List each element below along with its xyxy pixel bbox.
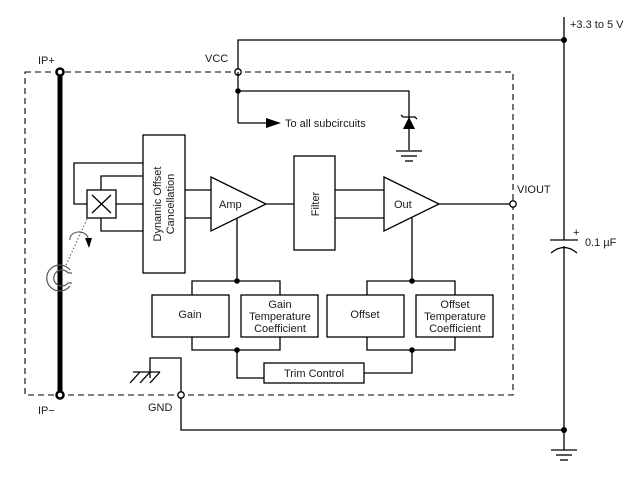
gnd-label: GND (148, 402, 173, 414)
junction-dot (561, 427, 567, 433)
capacitor-polarity: + (573, 227, 579, 239)
output-stage-block (383, 175, 441, 233)
trim-control-block (263, 362, 365, 384)
wire-hall-left (73, 162, 143, 205)
gain-tc-label-line3: Coefficient (254, 323, 306, 335)
ground-icon (551, 449, 577, 461)
junction-dot (234, 278, 240, 284)
offset-temperature-coefficient-block (415, 294, 494, 338)
offset-tc-label-line1: Offset (440, 299, 469, 311)
ip-minus-pin (55, 390, 65, 400)
magnetic-field-icon (46, 218, 92, 292)
hall-x-icon-stroke (91, 194, 112, 214)
offset-label: Offset (350, 309, 379, 321)
gain-temperature-coefficient-block (240, 294, 319, 338)
ip-plus-pin (55, 67, 65, 77)
gain-block (151, 294, 230, 338)
ip-plus-label: IP+ (38, 55, 55, 67)
wire-internal-gnd (149, 357, 182, 395)
junction-dot (561, 37, 567, 43)
gain-label: Gain (178, 309, 201, 321)
wire-trim-left (236, 350, 264, 379)
gnd-pin (177, 391, 185, 399)
ground-icon (396, 150, 422, 162)
amp-block (210, 175, 268, 233)
wire-vcc-supply (237, 39, 564, 72)
filter-label: Filter (310, 191, 322, 216)
doc-label-line1: Dynamic Offset (152, 167, 164, 242)
amp-label: Amp (219, 199, 242, 211)
trim-control-label: Trim Control (284, 368, 344, 380)
offset-block (326, 294, 405, 338)
capacitor-value-label: 0.1 µF (585, 237, 617, 249)
junction-dot (409, 278, 415, 284)
arrow-right-icon (266, 118, 281, 128)
out-label: Out (394, 199, 412, 211)
wire-gnd-return (180, 398, 564, 431)
supply-voltage-label: +3.3 to 5 V (570, 19, 624, 31)
viout-label: VIOUT (517, 184, 551, 196)
wire-hall-bottom (100, 218, 143, 232)
gain-tc-label-line2: Temperature (249, 311, 311, 323)
viout-pin (509, 200, 517, 208)
filter-block (293, 155, 336, 251)
wire-hall-top (100, 175, 143, 190)
wire-vcc-zener (238, 90, 410, 150)
chassis-ground-icon (129, 371, 161, 384)
zener-diode-icon (400, 114, 418, 129)
ip-minus-label: IP− (38, 405, 55, 417)
gain-tc-label-line1: Gain (268, 299, 291, 311)
offset-tc-label-line3: Coefficient (429, 323, 481, 335)
subcircuits-label: To all subcircuits (285, 118, 366, 130)
doc-label-line2: Cancellation (165, 174, 177, 235)
wire-trim-right (364, 350, 413, 374)
vcc-label: VCC (205, 53, 228, 65)
package-boundary (24, 71, 514, 396)
dynamic-offset-cancellation-block (142, 134, 186, 274)
offset-tc-label-line2: Temperature (424, 311, 486, 323)
